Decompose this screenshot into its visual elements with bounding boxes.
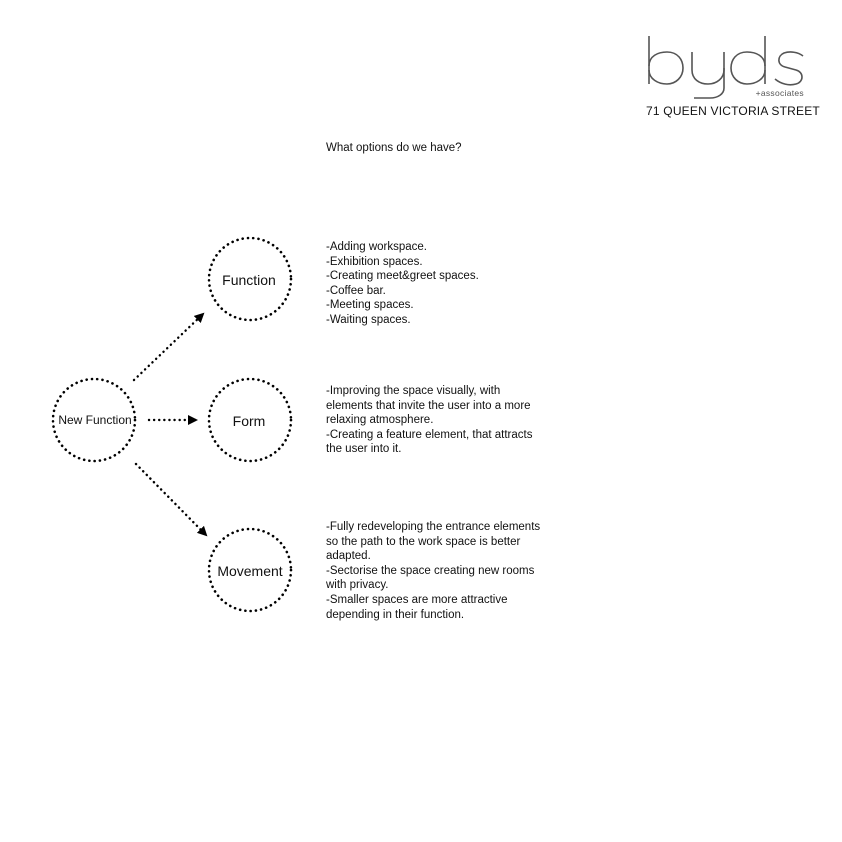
description-line: -Exhibition spaces. (326, 255, 423, 268)
byds-logo-mark (648, 36, 804, 99)
description-line: -Coffee bar. (326, 284, 386, 297)
arrow-to-movement (134, 462, 208, 537)
description-line: -Waiting spaces. (326, 313, 411, 326)
form-node-label: Form (232, 413, 266, 429)
description-line: -Creating meet&greet spaces. (326, 270, 479, 283)
root-node-label: New Function (58, 413, 132, 427)
function-node-label: Function (222, 272, 276, 288)
description-line: -Smaller spaces are more attractive depe… (326, 593, 508, 621)
movement-description: -Fully redeveloping the entrance element… (326, 520, 548, 622)
description-line: -Sectorise the space creating new rooms … (326, 564, 535, 592)
form-description: -Improving the space visually, with elem… (326, 384, 548, 457)
arrow-to-function (132, 312, 205, 382)
root-node-circle (51, 377, 137, 463)
movement-node-label: Movement (217, 563, 283, 579)
description-line: -Meeting spaces. (326, 299, 414, 312)
page-question: What options do we have? (326, 142, 462, 154)
description-line: -Creating a feature element, that attrac… (326, 428, 533, 456)
logo-tagline: +associates (755, 88, 804, 98)
logo: byds +associates (640, 32, 812, 100)
description-line: -Adding workspace. (326, 241, 427, 253)
movement-node-circle (207, 527, 293, 613)
description-line: -Improving the space visually, with elem… (326, 385, 531, 427)
function-node-circle (207, 236, 293, 322)
form-node-circle (207, 377, 293, 463)
function-description: -Adding workspace. -Exhibition spaces. -… (326, 240, 556, 328)
description-line: -Fully redeveloping the entrance element… (326, 521, 541, 563)
address-label: 71 QUEEN VICTORIA STREET (646, 104, 820, 118)
